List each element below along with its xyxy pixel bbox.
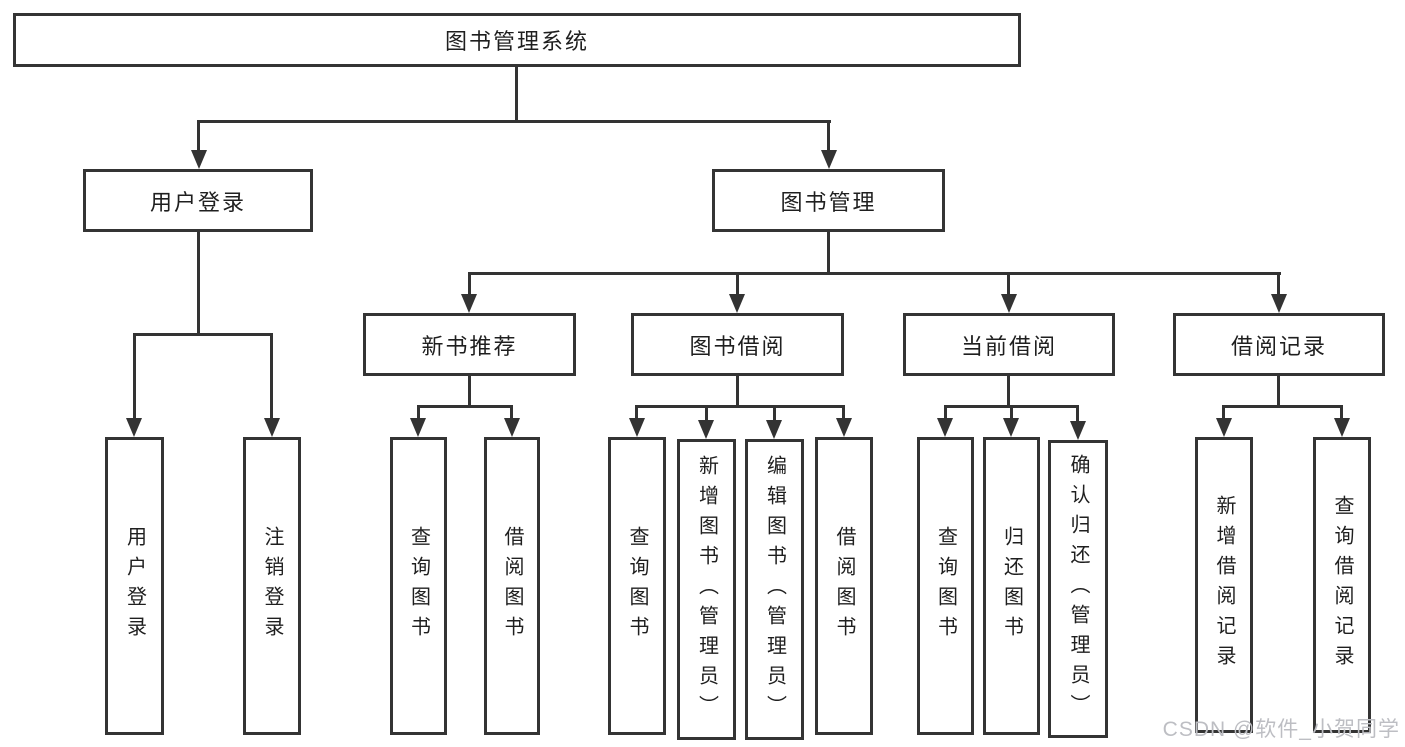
connector-leaf-stem [1222,405,1225,424]
leaf-label: 新增图书（管理员） [695,454,718,725]
connector-arrow-user-login-stem [197,120,200,158]
node-user-login: 用户登录 [83,169,313,232]
arrow-down-icon [191,150,207,169]
connector-borrow-records-down [1277,376,1280,408]
node-label: 借阅记录 [1230,333,1327,359]
leaf-current-query-books: 查询图书 [917,437,974,735]
connector-leaf-stem [842,405,845,424]
connector-new-book-stem [468,272,471,302]
connector-leaf-stem [133,333,136,424]
arrow-down-icon [461,294,477,313]
connector-borrow-records-rail [1222,405,1343,408]
connector-new-book-rail [417,405,513,408]
leaf-recommend-query-books: 查询图书 [390,437,447,735]
leaf-label: 注销登录 [261,526,283,646]
node-label: 当前借阅 [960,333,1057,359]
arrow-down-icon [504,418,520,437]
connector-arrow-book-mgmt-stem [827,120,830,158]
arrow-down-icon [410,418,426,437]
connector-book-borrow-rail [635,405,845,408]
arrow-down-icon [1001,294,1017,313]
connector-new-book-down [468,376,471,408]
connector-leaf-stem [270,333,273,424]
connector-leaf-stem [1340,405,1343,424]
leaf-label: 借阅图书 [501,526,523,646]
leaf-label: 编辑图书（管理员） [763,454,786,725]
arrow-down-icon [264,418,280,437]
leaf-add-borrow-record: 新增借阅记录 [1195,437,1253,733]
connector-leaf-stem [705,405,708,426]
node-label: 用户登录 [149,189,246,215]
connector-level1-rail [197,120,831,123]
leaf-logout: 注销登录 [243,437,301,735]
connector-book-borrow-stem [736,272,739,302]
connector-leaf-stem [773,405,776,426]
arrow-down-icon [729,294,745,313]
connector-leaf-stem [635,405,638,424]
arrow-down-icon [126,418,142,437]
connector-leaf-stem [1076,405,1079,427]
leaf-label: 确认归还（管理员） [1067,454,1089,724]
connector-book-borrow-down [736,376,739,408]
leaf-label: 查询图书 [407,526,430,646]
leaf-label: 用户登录 [123,526,146,646]
connector-user-login-rail [133,333,273,336]
watermark: CSDN @软件_小贺同学 [1162,718,1400,741]
node-label: 新书推荐 [421,333,518,359]
leaf-label: 查询图书 [934,526,957,646]
leaf-return-books: 归还图书 [983,437,1040,735]
arrow-down-icon [821,150,837,169]
node-current-borrowing: 当前借阅 [903,313,1115,376]
arrow-down-icon [1003,418,1019,437]
node-label: 图书管理系统 [444,29,589,54]
arrow-down-icon [836,418,852,437]
leaf-label: 新增借阅记录 [1213,495,1235,675]
arrow-down-icon [1070,421,1086,440]
node-book-borrowing: 图书借阅 [631,313,844,376]
node-book-management: 图书管理 [712,169,945,232]
connector-user-login-stem [197,232,200,336]
connector-current-borrow-down [1007,376,1010,408]
node-root-system: 图书管理系统 [13,13,1021,67]
connector-leaf-stem [944,405,947,424]
connector-level2-rail [468,272,1281,275]
connector-root-stem [515,66,518,123]
node-label: 图书管理 [780,189,877,215]
arrow-down-icon [1334,418,1350,437]
leaf-query-borrow-record: 查询借阅记录 [1313,437,1371,733]
connector-leaf-stem [510,405,513,424]
node-borrowing-records: 借阅记录 [1173,313,1385,376]
arrow-down-icon [937,418,953,437]
leaf-borrowing-query-books: 查询图书 [608,437,666,735]
arrow-down-icon [629,418,645,437]
connector-book-mgmt-stem [827,232,830,275]
leaf-borrowing-borrow-books: 借阅图书 [815,437,873,735]
connector-leaf-stem [417,405,420,424]
arrow-down-icon [1216,418,1232,437]
arrow-down-icon [766,420,782,439]
leaf-label: 归还图书 [1000,526,1023,646]
leaf-add-books-admin: 新增图书（管理员） [677,439,736,740]
leaf-edit-books-admin: 编辑图书（管理员） [745,439,804,740]
node-new-book-recommend: 新书推荐 [363,313,576,376]
arrow-down-icon [1271,294,1287,313]
connector-borrow-records-stem [1277,272,1280,302]
leaf-label: 借阅图书 [833,526,855,646]
connector-leaf-stem [1010,405,1013,424]
connector-current-borrow-stem [1007,272,1010,302]
leaf-label: 查询借阅记录 [1331,495,1353,675]
node-label: 图书借阅 [689,333,786,359]
arrow-down-icon [698,420,714,439]
leaf-recommend-borrow-books: 借阅图书 [484,437,540,735]
leaf-label: 查询图书 [626,526,648,646]
leaf-confirm-return-admin: 确认归还（管理员） [1048,440,1108,738]
leaf-user-login: 用户登录 [105,437,164,735]
